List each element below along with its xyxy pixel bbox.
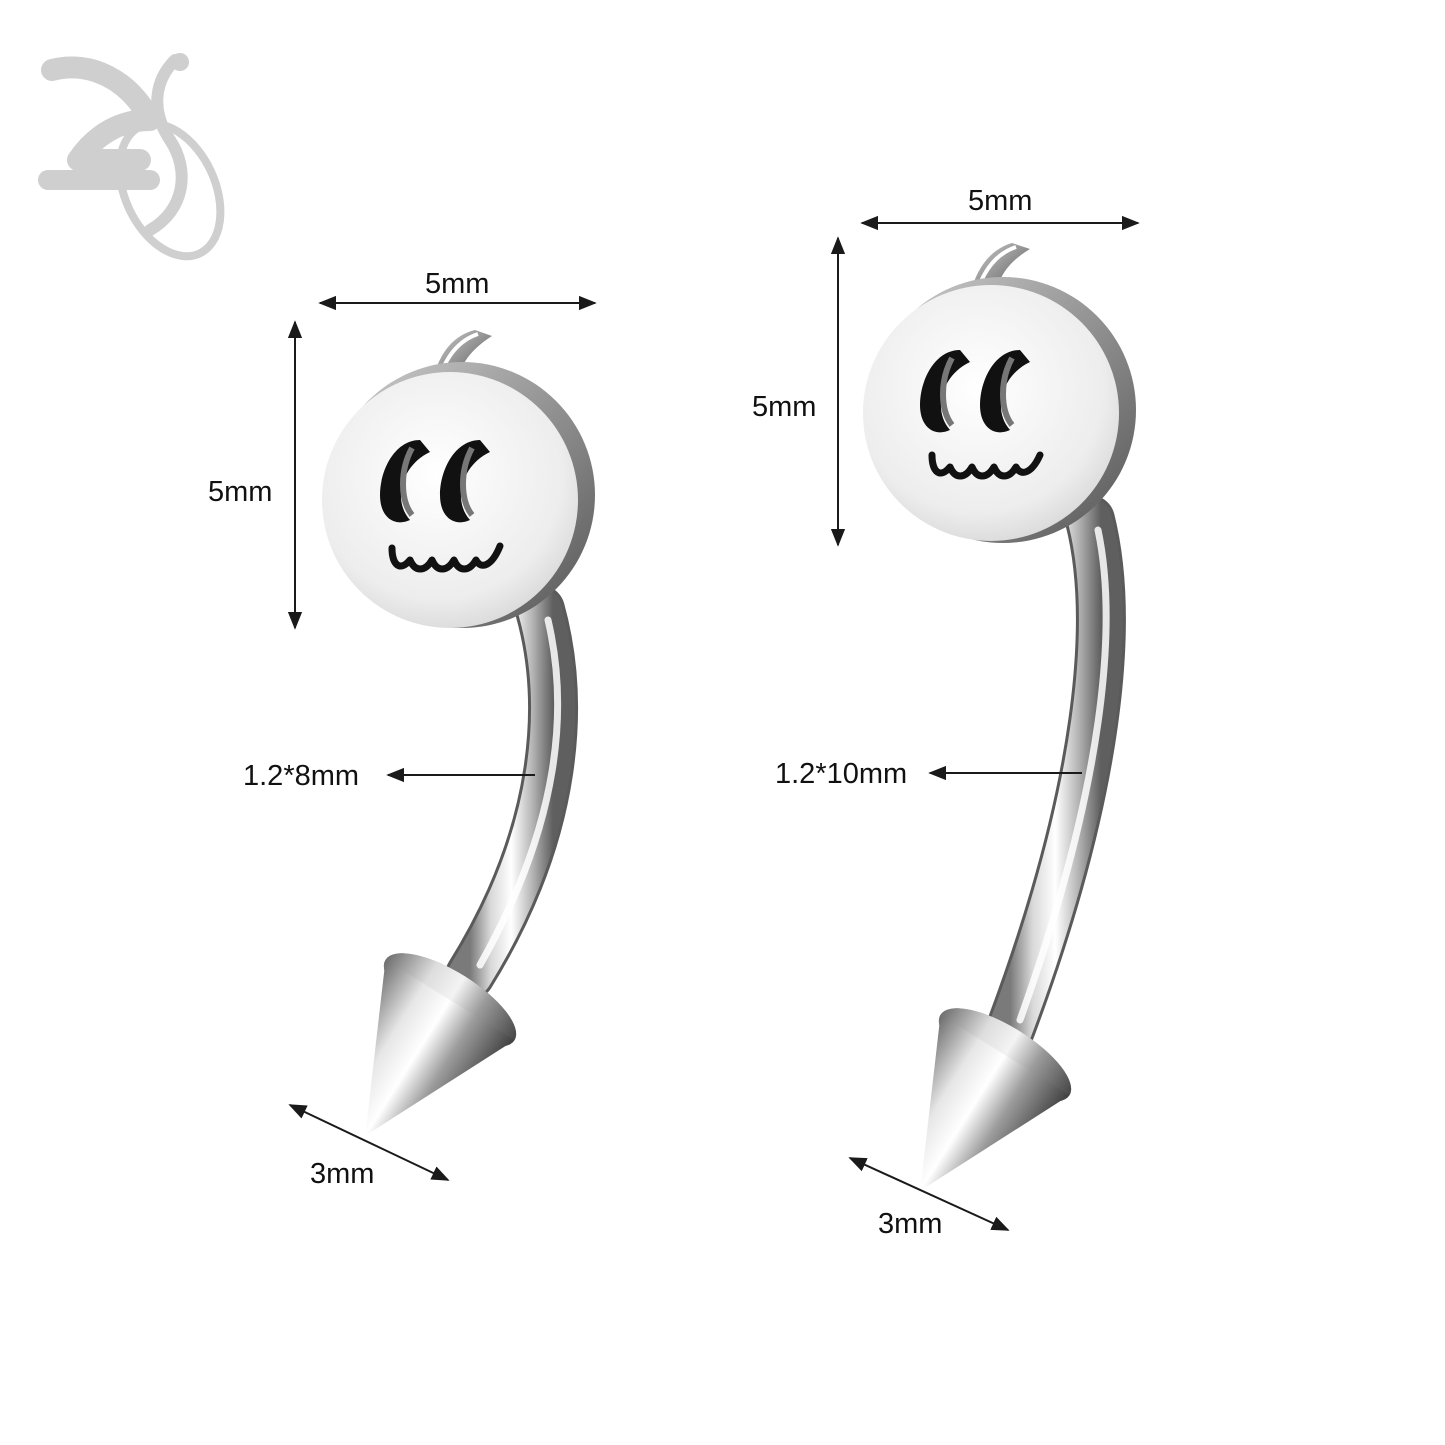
pumpkin-head	[322, 330, 595, 628]
head-height-label-1: 5mm	[208, 476, 273, 508]
dim-line-spike-1	[288, 1104, 450, 1181]
spike-size-label-1: 3mm	[310, 1158, 375, 1190]
dim-line-spike-2	[848, 1157, 1010, 1231]
spike-size-label-2: 3mm	[878, 1208, 943, 1240]
bar-length-label-1: 1.2*8mm	[243, 760, 360, 792]
head-width-label-1: 5mm	[425, 268, 490, 300]
spike-ball	[365, 953, 517, 1136]
pumpkin-head	[863, 243, 1136, 543]
head-width-label-2: 5mm	[968, 185, 1033, 217]
bar-length-label-2: 1.2*10mm	[775, 758, 908, 790]
brand-logo	[38, 53, 225, 261]
head-height-label-2: 5mm	[752, 391, 817, 423]
product-2	[863, 243, 1136, 1191]
spike-ball	[920, 1008, 1072, 1191]
product-1	[322, 330, 595, 1136]
